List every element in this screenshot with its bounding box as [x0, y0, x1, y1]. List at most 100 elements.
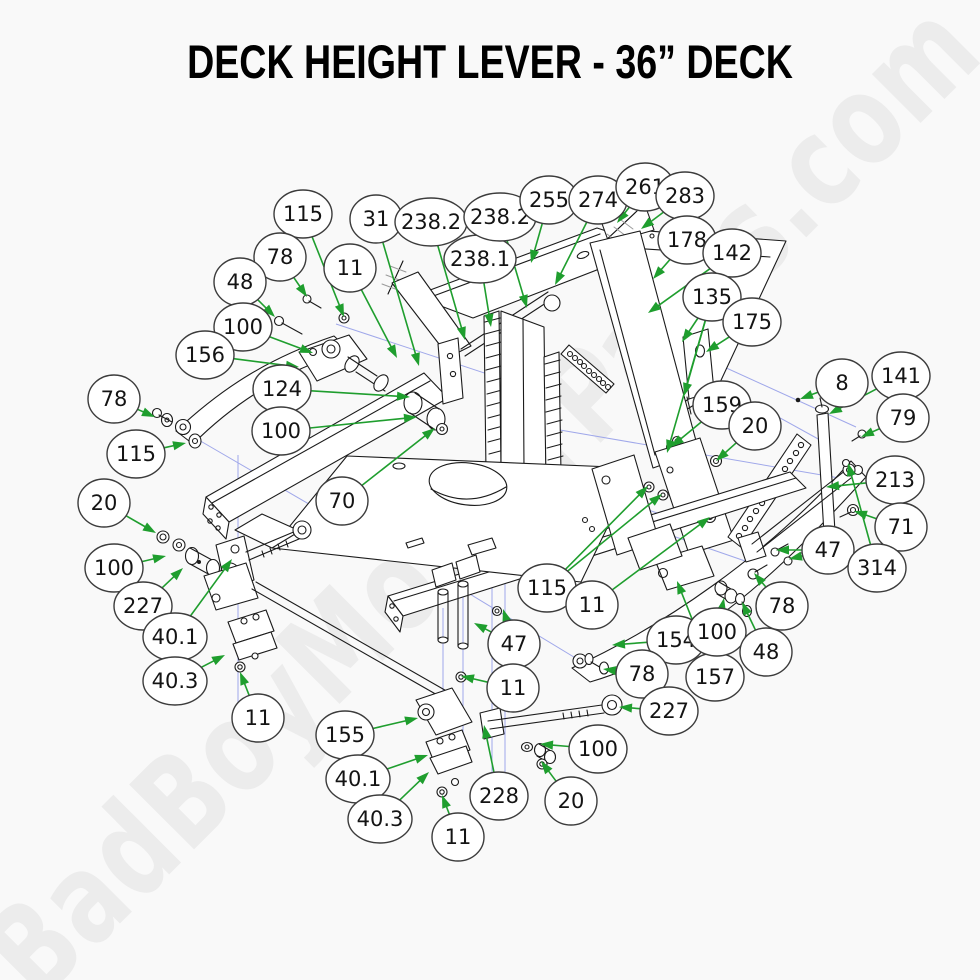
hanger-pins: [431, 554, 481, 683]
callout-155: 155: [315, 710, 375, 760]
callout-47: 47: [801, 525, 855, 575]
callout-71: 71: [874, 502, 928, 552]
callout-20: 20: [77, 478, 131, 528]
svg-text:40.3: 40.3: [357, 807, 404, 831]
leader-arrowhead: [742, 602, 752, 616]
callout-100: 100: [687, 607, 747, 657]
svg-text:142: 142: [712, 241, 752, 265]
leader-line: [382, 241, 418, 358]
callout-156: 156: [175, 330, 235, 380]
leader-arrowhead: [754, 573, 766, 586]
leader-arrowhead: [404, 716, 418, 726]
leader-line: [485, 733, 495, 773]
leader-arrowhead: [421, 428, 435, 440]
callout-78: 78: [87, 374, 141, 424]
svg-text:20: 20: [742, 414, 769, 438]
leader-arrowhead: [641, 217, 655, 229]
callout-48: 48: [213, 257, 267, 307]
svg-text:31: 31: [363, 207, 390, 231]
callout-11: 11: [486, 663, 540, 713]
leader-arrowhead: [653, 266, 665, 279]
svg-text:79: 79: [890, 406, 917, 430]
leader-line: [668, 320, 707, 445]
leader-line: [564, 491, 643, 570]
svg-text:213: 213: [875, 468, 915, 492]
leader-arrowhead: [648, 301, 662, 313]
callout-238.1: 238.1: [443, 234, 517, 284]
svg-text:175: 175: [732, 310, 772, 334]
leader-arrowhead: [854, 510, 868, 520]
svg-text:227: 227: [123, 594, 163, 618]
svg-text:78: 78: [267, 245, 294, 269]
callout-40.1: 40.1: [325, 754, 391, 804]
leader-arrowhead: [789, 551, 803, 561]
mid-lever-bracket: [591, 454, 683, 571]
svg-text:78: 78: [101, 387, 128, 411]
leader-arrowhead: [635, 486, 648, 499]
svg-text:78: 78: [629, 662, 656, 686]
callout-213: 213: [865, 455, 925, 505]
left-adjuster-linkage: [156, 520, 312, 611]
svg-text:124: 124: [262, 377, 302, 401]
callout-238.2: 238.2: [394, 197, 468, 247]
callout-115: 115: [273, 189, 333, 239]
leader-arrowhead: [152, 554, 166, 564]
leader-arrowhead: [800, 390, 814, 399]
diagram-title: DECK HEIGHT LEVER - 36” DECK: [187, 35, 793, 88]
leader-arrowhead: [716, 448, 729, 461]
callout-100: 100: [251, 406, 311, 456]
leader-arrowhead: [386, 344, 397, 358]
svg-text:71: 71: [888, 515, 915, 539]
svg-text:115: 115: [283, 202, 323, 226]
svg-text:283: 283: [665, 184, 705, 208]
svg-text:178: 178: [667, 228, 707, 252]
leader-arrowhead: [603, 666, 617, 676]
leader-line: [849, 471, 872, 545]
leader-arrowhead: [671, 435, 684, 447]
leader-arrowhead: [776, 545, 789, 555]
svg-text:8: 8: [835, 371, 848, 395]
leader-line: [360, 289, 394, 351]
callout-283: 283: [655, 171, 715, 221]
svg-text:115: 115: [527, 576, 567, 600]
callout-78: 78: [615, 649, 669, 699]
svg-text:78: 78: [769, 594, 796, 618]
callout-11: 11: [431, 812, 485, 862]
svg-text:20: 20: [558, 789, 585, 813]
leader-arrowhead: [861, 427, 875, 437]
leader-arrowhead: [414, 754, 428, 764]
callout-48: 48: [739, 627, 793, 677]
bottom-lever-assembly: [415, 687, 473, 798]
svg-text:238.2: 238.2: [470, 205, 530, 229]
leader-line: [309, 417, 409, 429]
leader-arrowhead: [474, 623, 488, 634]
line-art: [151, 193, 867, 798]
svg-text:100: 100: [697, 620, 737, 644]
callout-40.3: 40.3: [142, 656, 208, 706]
svg-text:141: 141: [881, 364, 921, 388]
leader-line: [532, 223, 544, 255]
svg-text:100: 100: [578, 737, 618, 761]
callout-11: 11: [565, 580, 619, 630]
leader-arrowhead: [683, 382, 692, 396]
leader-line: [611, 521, 704, 591]
leader-line: [558, 221, 588, 278]
lever-channel: [483, 310, 564, 479]
svg-text:228: 228: [479, 784, 519, 808]
left-frame-rail: [202, 337, 464, 540]
leader-arrowhead: [262, 304, 275, 317]
leader-line: [386, 757, 420, 770]
svg-text:227: 227: [649, 699, 689, 723]
svg-text:48: 48: [753, 640, 780, 664]
callout-79: 79: [876, 393, 930, 443]
leader-line: [483, 282, 491, 319]
svg-text:157: 157: [695, 665, 735, 689]
svg-text:238.1: 238.1: [450, 247, 510, 271]
leader-arrowhead: [403, 413, 417, 423]
leader-arrowhead: [666, 439, 675, 453]
leader-arrowhead: [518, 294, 528, 308]
leader-arrowhead: [442, 795, 451, 809]
callout-115: 115: [517, 563, 577, 613]
leader-line: [125, 515, 149, 530]
leader-arrowhead: [299, 344, 313, 353]
